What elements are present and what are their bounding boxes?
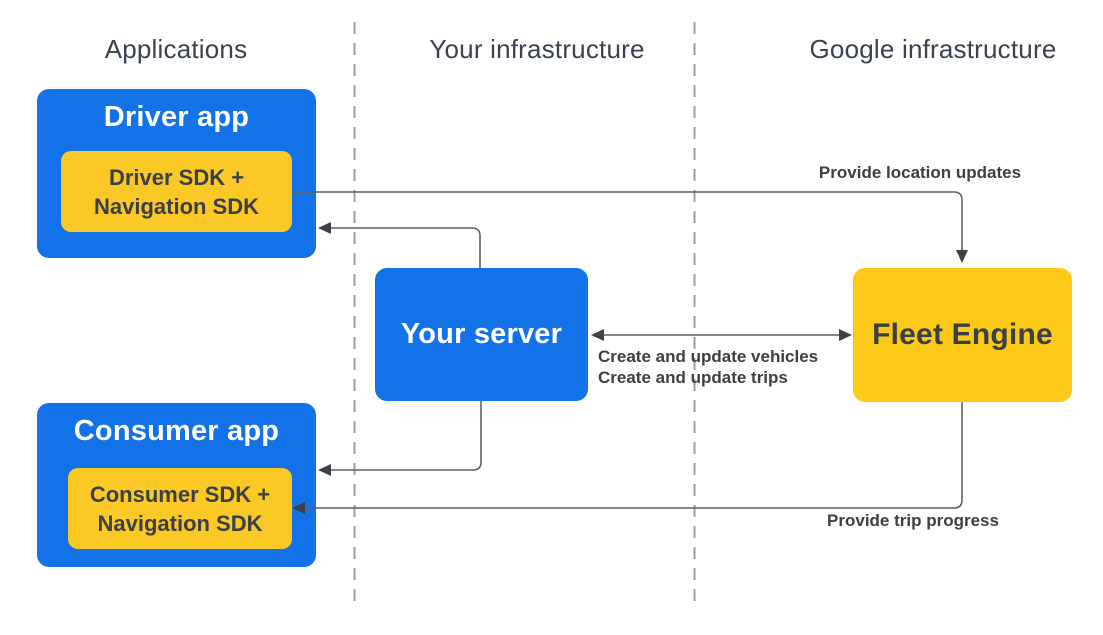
- arrowhead-right-fleet-engine-icon: [839, 329, 852, 341]
- column-header-your-infrastructure: Your infrastructure: [429, 34, 645, 64]
- edge-server-to-driver-line: [331, 227, 481, 268]
- arrowhead-left-driver-app-icon: [318, 222, 331, 234]
- driver-sdk-line2: Navigation SDK: [93, 193, 260, 219]
- node-consumer-app: Consumer app Consumer SDK + Navigation S…: [37, 403, 316, 567]
- driver-sdk-line1: Driver SDK +: [108, 164, 245, 190]
- node-fleet-engine: Fleet Engine: [853, 268, 1072, 402]
- fleet-engine-title: Fleet Engine: [872, 318, 1053, 351]
- driver-app-title: Driver app: [103, 101, 250, 133]
- consumer-sdk-line1: Consumer SDK +: [89, 481, 271, 507]
- arrowhead-down-fleet-engine-top-icon: [956, 250, 968, 263]
- edge-server-to-consumer-line: [331, 401, 482, 471]
- node-driver-sdk: Driver SDK + Navigation SDK: [61, 151, 292, 232]
- arrowhead-left-consumer-app-icon: [318, 464, 331, 476]
- edge-location-updates-line: [292, 191, 963, 250]
- edge-label-create-update-trips: Create and update trips: [598, 368, 788, 387]
- edge-label-provide-location-updates: Provide location updates: [818, 163, 1022, 182]
- column-header-applications: Applications: [104, 34, 248, 64]
- node-your-server: Your server: [375, 268, 588, 401]
- node-consumer-sdk: Consumer SDK + Navigation SDK: [68, 468, 292, 549]
- consumer-sdk-line2: Navigation SDK: [97, 510, 263, 536]
- edge-label-create-update-vehicles: Create and update vehicles: [598, 347, 819, 366]
- edge-trip-progress-line: [305, 402, 963, 509]
- column-header-google-infrastructure: Google infrastructure: [809, 34, 1057, 64]
- consumer-app-title: Consumer app: [73, 415, 280, 447]
- your-server-title: Your server: [400, 318, 563, 350]
- node-driver-app: Driver app Driver SDK + Navigation SDK: [37, 89, 316, 258]
- arrowhead-left-your-server-icon: [591, 329, 604, 341]
- edge-label-provide-trip-progress: Provide trip progress: [827, 511, 999, 530]
